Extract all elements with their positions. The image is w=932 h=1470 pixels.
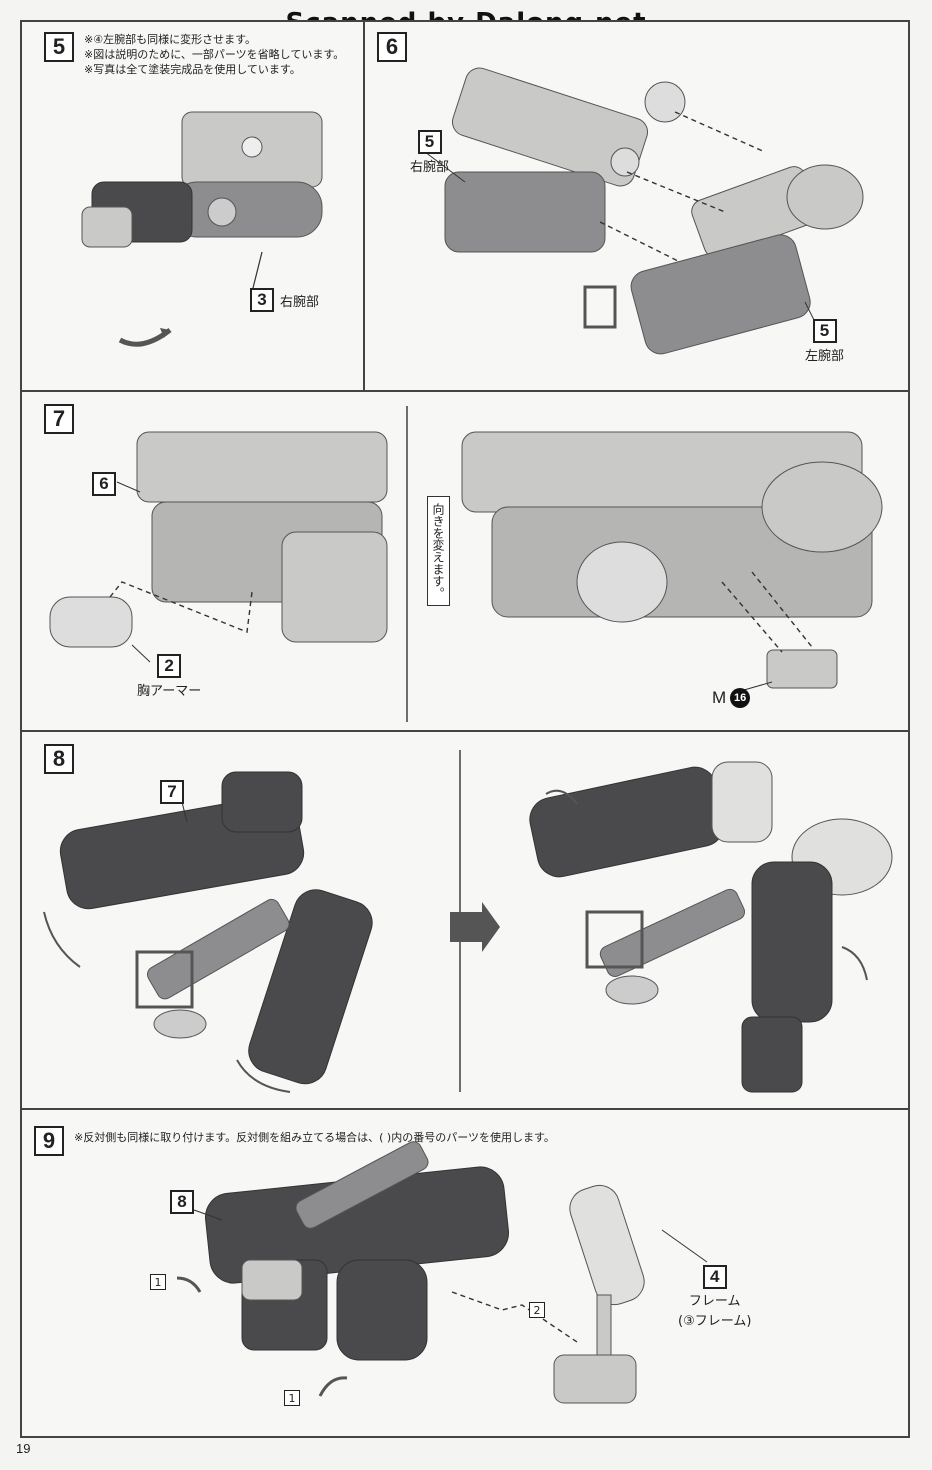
- step-8-panel: 8: [20, 730, 910, 1110]
- marker-2-box: 2: [529, 1302, 545, 1318]
- step-9-frame-label: 4 フレーム (③フレーム): [678, 1265, 751, 1329]
- step-8-illustration: [43, 750, 893, 1093]
- m-letter: M: [712, 688, 727, 707]
- step-8-next-arrow: [450, 902, 500, 952]
- step-7-m-label: M 16: [712, 688, 751, 708]
- step-8-after: [529, 761, 893, 1093]
- step-7-chest-label: 2 胸アーマー: [137, 654, 201, 699]
- part-5-right-text: 右腕部: [410, 160, 450, 175]
- step-9-body: [176, 1141, 510, 1397]
- step-7-ref-label: 6: [92, 472, 116, 496]
- step-6-left-arm-label: 5 左腕部: [805, 319, 844, 364]
- part-2-box: 2: [157, 654, 182, 678]
- step-6-right-arm-label: 5 右腕部: [410, 130, 449, 175]
- step-8-before: [43, 771, 373, 1093]
- step-7-right-view: [461, 431, 883, 693]
- marker-1a-box: 1: [150, 1274, 166, 1290]
- step-9-note: ※反対側も同様に取り付けます。反対側を組み立てる場合は、( )内の番号のパーツを…: [74, 1131, 555, 1144]
- part-7-box: 7: [160, 780, 184, 804]
- step-9-marker-1b: 1: [284, 1390, 300, 1406]
- step-6-illustration: [424, 67, 864, 355]
- step-5-notes: ※④左腕部も同様に変形させます。 ※図は説明のために、一部パーツを省略しています…: [84, 32, 344, 77]
- step-9-panel: 9 ※反対側も同様に取り付けます。反対側を組み立てる場合は、( )内の番号のパー…: [20, 1108, 910, 1438]
- m-number-badge: 16: [730, 688, 751, 708]
- right-arm-assembly: [444, 67, 686, 253]
- step-5-note-1: ※④左腕部も同様に変形させます。: [84, 33, 256, 46]
- step-9-illustration: [176, 1141, 708, 1404]
- part-3-text: 右腕部: [280, 294, 320, 310]
- step-7-panel: 7: [20, 390, 910, 732]
- step-5-note-3: ※写真は全て塗装完成品を使用しています。: [84, 63, 301, 76]
- part-2-text: 胸アーマー: [137, 684, 202, 699]
- step-9-frame-part: [553, 1184, 645, 1404]
- part-5-left-box: 5: [812, 319, 837, 343]
- chest-armor-part: [49, 596, 133, 648]
- part-4-box: 4: [702, 1265, 727, 1289]
- marker-1b-box: 1: [284, 1390, 300, 1406]
- step-7-illustration: [49, 406, 883, 722]
- part-5-left-text: 左腕部: [805, 349, 845, 364]
- part-4-alt-text: (③フレーム): [678, 1314, 752, 1329]
- turn-direction-note: 向きを変えます。: [427, 496, 450, 606]
- right-arm-part: [81, 111, 323, 248]
- part-4-text: フレーム: [688, 1294, 741, 1309]
- step-9-marker-2: 2: [529, 1302, 545, 1318]
- step-7-number: 7: [44, 404, 74, 434]
- step-5-illustration: [81, 111, 323, 347]
- step-6-panel: 6 5 右腕部: [363, 20, 910, 392]
- step-5-panel: 5 ※④左腕部も同様に変形させます。 ※図は説明のために、一部パーツを省略してい…: [20, 20, 365, 392]
- part-3-box: 3: [250, 288, 274, 312]
- page-number: 19: [16, 1441, 31, 1456]
- assembly-guides: [599, 111, 766, 263]
- step-7-left-view: [49, 431, 388, 663]
- part-6-box: 6: [92, 472, 116, 496]
- part-5-right-box: 5: [417, 130, 442, 154]
- step-5-part-label: 3 右腕部: [250, 288, 319, 312]
- step-9-ref-label: 8: [170, 1190, 194, 1214]
- step-8-number: 8: [44, 744, 74, 774]
- step-6-number: 6: [377, 32, 407, 62]
- part-m16: [766, 649, 838, 689]
- step-9-marker-1a: 1: [150, 1274, 166, 1290]
- step-9-number: 9: [34, 1126, 64, 1156]
- step-5-number: 5: [44, 32, 74, 62]
- step-8-ref-label: 7: [160, 780, 184, 804]
- step-5-note-2: ※図は説明のために、一部パーツを省略しています。: [84, 48, 345, 61]
- left-arm-assembly: [583, 164, 864, 355]
- part-8-box: 8: [170, 1190, 194, 1214]
